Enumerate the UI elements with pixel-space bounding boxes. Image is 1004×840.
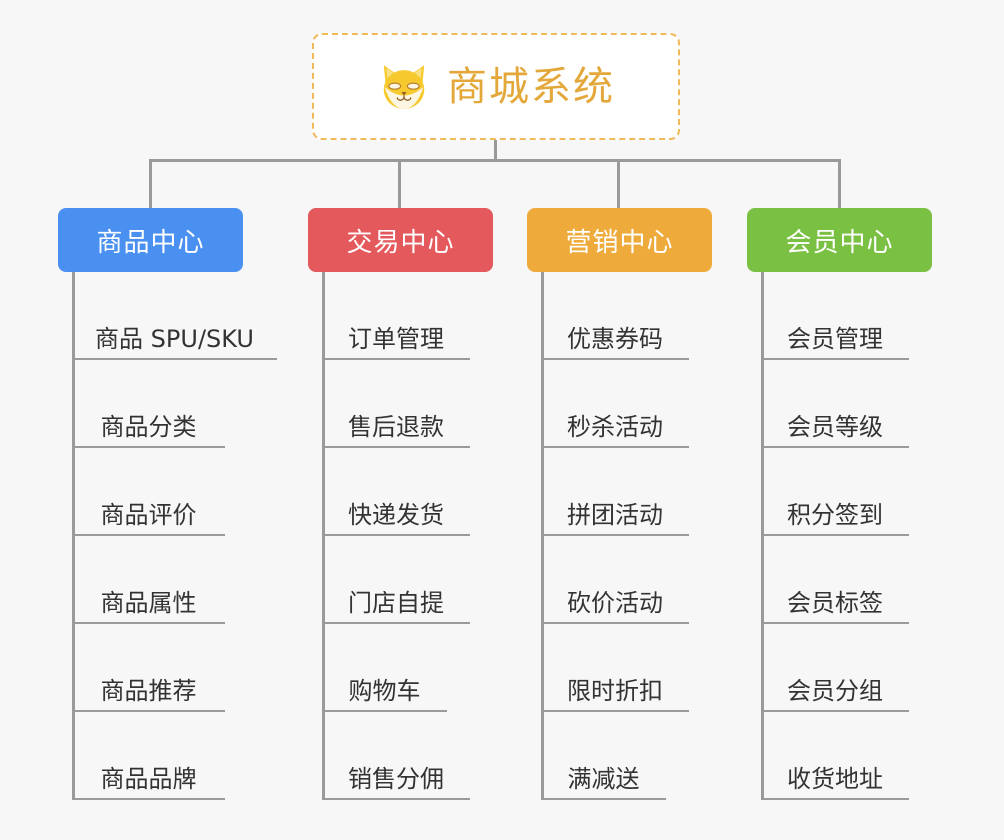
category-header-1[interactable]: 商品中心 <box>58 208 243 272</box>
leaf-item-label: 会员等级 <box>787 412 883 441</box>
leaf-item[interactable]: 销售分佣 <box>322 712 470 800</box>
leaf-item[interactable]: 订单管理 <box>322 272 470 360</box>
leaf-item-label: 满减送 <box>567 764 640 793</box>
leaf-item-label: 会员标签 <box>787 588 883 617</box>
leaf-item-label: 会员管理 <box>787 324 883 353</box>
leaf-item[interactable]: 商品推荐 <box>72 624 225 712</box>
root-node-card[interactable]: 商城系统 <box>312 33 680 140</box>
category-header-label: 交易中心 <box>346 227 455 258</box>
leaf-item[interactable]: 满减送 <box>541 712 666 800</box>
connector-root-stem <box>494 140 497 162</box>
connector-drop-2 <box>398 159 401 208</box>
leaf-item-label: 订单管理 <box>348 324 444 353</box>
leaf-item-label: 快递发货 <box>348 500 444 529</box>
category-header-2[interactable]: 交易中心 <box>308 208 493 272</box>
leaf-item-label: 商品评价 <box>100 500 197 529</box>
leaf-item[interactable]: 会员管理 <box>761 272 909 360</box>
category-header-3[interactable]: 营销中心 <box>527 208 712 272</box>
leaf-item[interactable]: 会员分组 <box>761 624 909 712</box>
leaf-item[interactable]: 会员等级 <box>761 360 909 448</box>
leaf-item-label: 拼团活动 <box>567 500 663 529</box>
category-header-label: 商品中心 <box>96 227 205 258</box>
column-spine-4 <box>761 272 764 800</box>
leaf-item-label: 收货地址 <box>787 764 883 793</box>
leaf-item-label: 限时折扣 <box>567 676 663 705</box>
leaf-item-label: 售后退款 <box>348 412 444 441</box>
leaf-item[interactable]: 优惠券码 <box>541 272 689 360</box>
connector-drop-1 <box>149 159 152 208</box>
root-node-title: 商城系统 <box>447 63 615 110</box>
leaf-item[interactable]: 商品 SPU/SKU <box>72 272 277 360</box>
category-header-4[interactable]: 会员中心 <box>747 208 932 272</box>
connector-drop-3 <box>617 159 620 208</box>
leaf-item-label: 购物车 <box>348 676 421 705</box>
leaf-item[interactable]: 快递发货 <box>322 448 470 536</box>
leaf-item[interactable]: 购物车 <box>322 624 447 712</box>
category-header-label: 营销中心 <box>565 227 674 258</box>
column-spine-2 <box>322 272 325 800</box>
leaf-item-label: 积分签到 <box>787 500 883 529</box>
leaf-item-label: 会员分组 <box>787 676 883 705</box>
leaf-item-label: 商品品牌 <box>100 764 197 793</box>
leaf-item-label: 商品属性 <box>100 588 197 617</box>
column-spine-3 <box>541 272 544 800</box>
leaf-item[interactable]: 砍价活动 <box>541 536 689 624</box>
leaf-item-label: 商品 SPU/SKU <box>95 324 254 353</box>
leaf-item-label: 优惠券码 <box>567 324 663 353</box>
leaf-item[interactable]: 商品品牌 <box>72 712 225 800</box>
leaf-item[interactable]: 售后退款 <box>322 360 470 448</box>
leaf-item[interactable]: 会员标签 <box>761 536 909 624</box>
leaf-item[interactable]: 门店自提 <box>322 536 470 624</box>
leaf-item[interactable]: 商品属性 <box>72 536 225 624</box>
leaf-item[interactable]: 积分签到 <box>761 448 909 536</box>
leaf-item[interactable]: 秒杀活动 <box>541 360 689 448</box>
root-node-content: 商城系统 <box>377 60 615 114</box>
leaf-item-label: 门店自提 <box>348 588 444 617</box>
connector-drop-4 <box>838 159 841 208</box>
leaf-item[interactable]: 拼团活动 <box>541 448 689 536</box>
column-spine-1 <box>72 272 75 800</box>
leaf-item[interactable]: 收货地址 <box>761 712 909 800</box>
shiba-dog-icon <box>383 64 425 109</box>
leaf-item[interactable]: 商品评价 <box>72 448 225 536</box>
category-header-label: 会员中心 <box>785 227 894 258</box>
leaf-item[interactable]: 限时折扣 <box>541 624 689 712</box>
connector-horizontal-bus <box>149 159 841 162</box>
leaf-item[interactable]: 商品分类 <box>72 360 225 448</box>
leaf-item-label: 砍价活动 <box>567 588 663 617</box>
leaf-item-label: 商品推荐 <box>100 676 197 705</box>
leaf-item-label: 秒杀活动 <box>567 412 663 441</box>
leaf-item-label: 销售分佣 <box>348 764 444 793</box>
leaf-item-label: 商品分类 <box>100 412 197 441</box>
